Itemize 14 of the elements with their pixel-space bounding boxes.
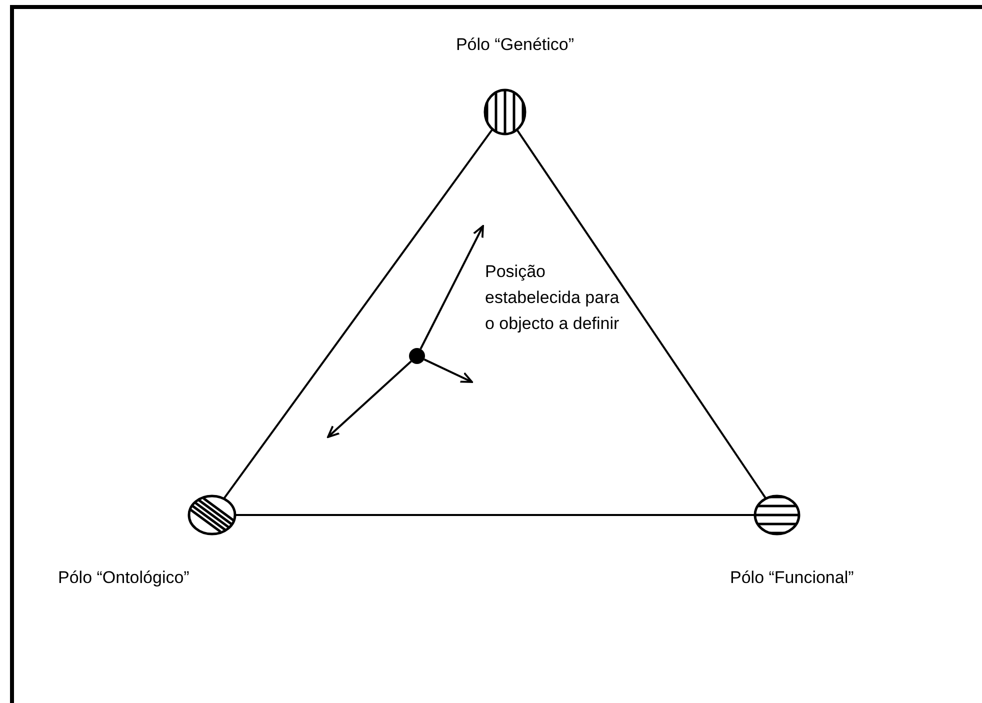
hatched-circle (484, 88, 526, 136)
arrow (424, 358, 473, 383)
connector-line (516, 129, 767, 500)
pole-label: Pólo “Genético” (456, 34, 574, 56)
hatched-circle (188, 494, 236, 536)
arrow (420, 225, 484, 350)
hatched-circle (754, 494, 800, 536)
connector-line (235, 514, 755, 516)
pole-label: Pólo “Funcional” (730, 567, 854, 589)
connector-line (223, 128, 494, 500)
arrow (327, 360, 412, 438)
center-dot (409, 348, 425, 364)
pole-label: Pólo “Ontológico” (58, 567, 190, 589)
position-note: Posição estabelecida para o objecto a definir (485, 261, 620, 335)
